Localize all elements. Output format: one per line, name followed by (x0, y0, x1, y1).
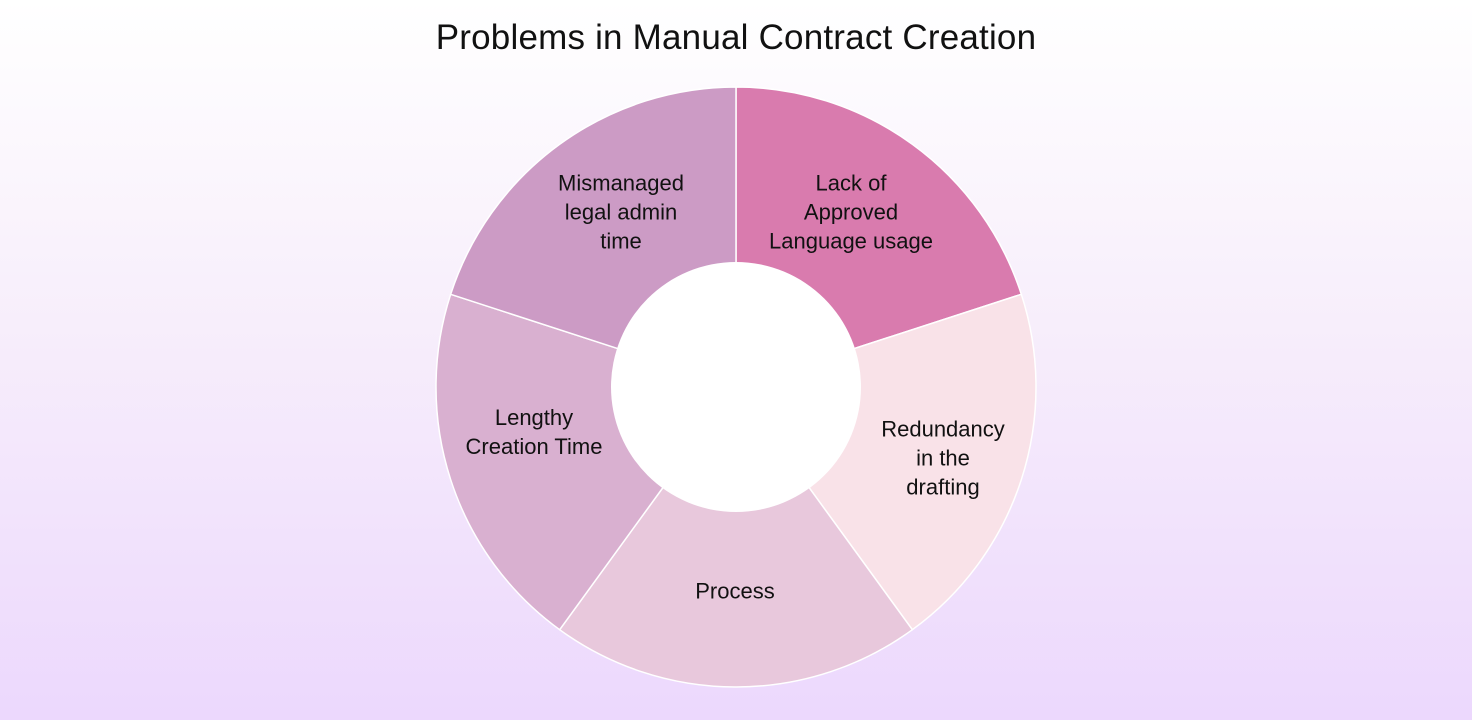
segment-label-process: Process (695, 578, 775, 604)
donut-hole (611, 262, 861, 512)
segment-label-mismanaged-legal-admin: Mismanaged legal admin time (558, 170, 684, 254)
segment-label-lengthy-creation-time: Lengthy Creation Time (465, 405, 603, 459)
segment-label-lack-of-approved-language: Lack of Approved Language usage (769, 170, 933, 254)
segment-label-redundancy: Redundancy in the drafting (881, 416, 1005, 500)
donut-segment-process (558, 385, 914, 688)
chart-title: Problems in Manual Contract Creation (435, 18, 1037, 57)
